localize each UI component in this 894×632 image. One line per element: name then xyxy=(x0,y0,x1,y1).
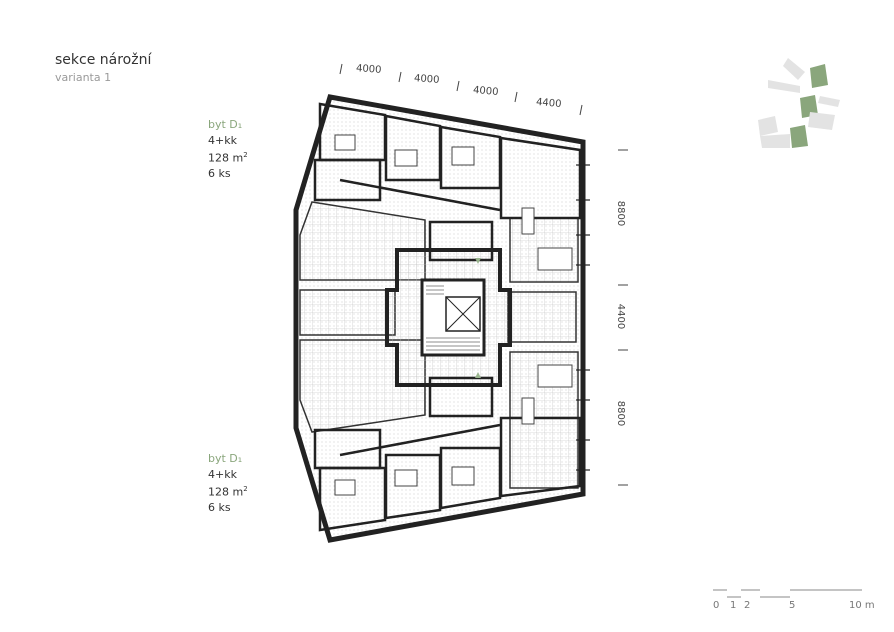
unit-name: byt D₁ xyxy=(208,452,243,465)
unit-label-upper: byt D₁ 4+kk 128 m2 6 ks xyxy=(208,117,248,182)
page-title: sekce nárožní xyxy=(55,52,152,68)
window-marks xyxy=(576,164,590,471)
unit-label-lower: byt D₁ 4+kk 128 m2 6 ks xyxy=(208,451,248,516)
furniture xyxy=(334,134,573,496)
unit-count: 6 ks xyxy=(208,501,231,515)
unit-name: byt D₁ xyxy=(208,118,243,131)
lower-apartment-rooms xyxy=(313,376,582,532)
page-subtitle: varianta 1 xyxy=(55,71,112,84)
unit-area: 128 m2 xyxy=(208,151,248,165)
unit-area: 128 m2 xyxy=(208,485,248,499)
unit-count: 6 ks xyxy=(208,167,231,181)
scale-label-5: 5 xyxy=(789,600,796,611)
scale-label-1: 1 xyxy=(730,600,737,611)
dimension-ticks-top xyxy=(339,63,583,116)
dimension-ticks-right xyxy=(618,149,628,486)
central-core xyxy=(385,248,512,387)
scale-label-2: 2 xyxy=(744,600,751,611)
scale-label-10: 10 m xyxy=(849,600,875,611)
arrow-markers xyxy=(475,258,481,378)
key-plan-icon xyxy=(758,58,840,148)
upper-apartment-rooms xyxy=(313,102,582,262)
scale-label-0: 0 xyxy=(713,600,720,611)
unit-type: 4+kk xyxy=(208,467,237,481)
scale-bar xyxy=(713,589,862,598)
unit-type: 4+kk xyxy=(208,133,237,147)
